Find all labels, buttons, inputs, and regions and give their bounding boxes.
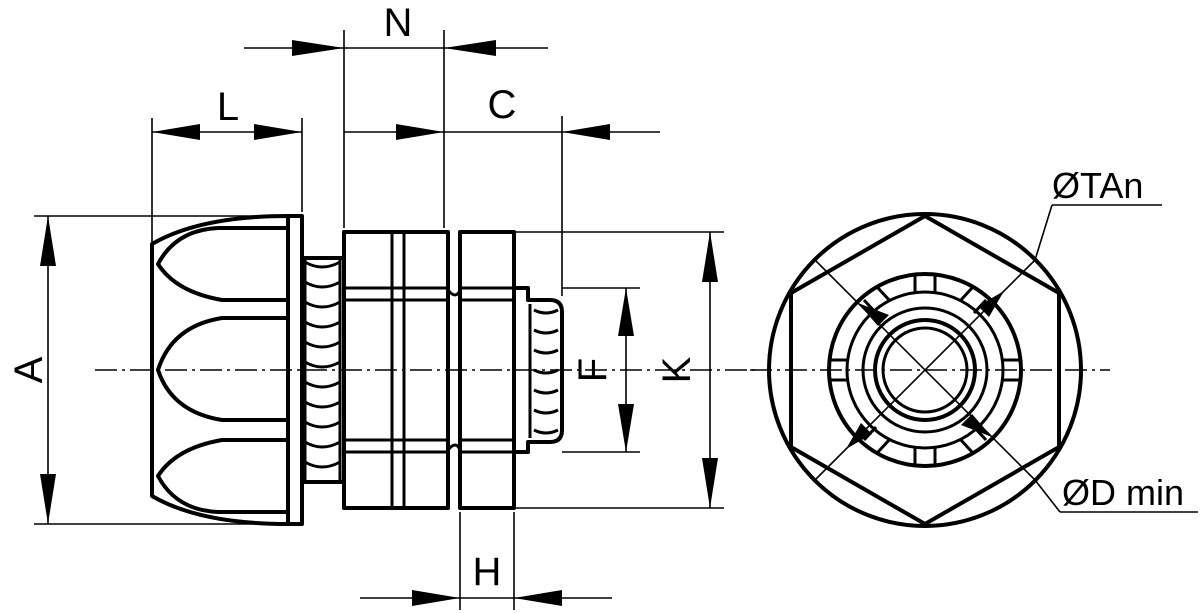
leader-TAn: ØTAn xyxy=(846,165,1162,449)
ring-5 xyxy=(881,326,969,414)
hexagon xyxy=(789,214,1061,526)
ring-4 xyxy=(873,318,977,422)
label-L: L xyxy=(217,85,239,129)
body-block-2 xyxy=(458,230,516,510)
front-view: ØTAn ØD min xyxy=(750,165,1198,528)
dimension-F: F xyxy=(562,287,640,453)
ring-1 xyxy=(827,272,1023,468)
leader-Dmin: ØD min xyxy=(858,303,1198,513)
label-K: K xyxy=(655,356,699,383)
dimension-N: N xyxy=(244,1,548,228)
ring-2 xyxy=(845,290,1005,450)
label-F: F xyxy=(571,358,615,382)
label-N: N xyxy=(384,1,413,45)
label-TAn: ØTAn xyxy=(1052,165,1143,206)
dimension-H: H xyxy=(360,512,612,610)
label-H: H xyxy=(473,550,502,594)
dimension-K: K xyxy=(514,231,724,509)
thread xyxy=(302,256,344,484)
ring-3 xyxy=(861,306,989,434)
dimension-L: L xyxy=(151,85,303,242)
label-Dmin: ØD min xyxy=(1062,472,1184,513)
body-block-1 xyxy=(342,230,450,510)
dimension-C: C xyxy=(344,83,660,296)
label-C: C xyxy=(488,83,517,127)
cap-nut xyxy=(150,214,304,526)
side-view: N L C A xyxy=(7,1,760,610)
diag-2 xyxy=(814,259,1036,481)
dimension-A: A xyxy=(7,215,288,525)
label-A: A xyxy=(7,356,51,383)
spout xyxy=(514,286,564,454)
